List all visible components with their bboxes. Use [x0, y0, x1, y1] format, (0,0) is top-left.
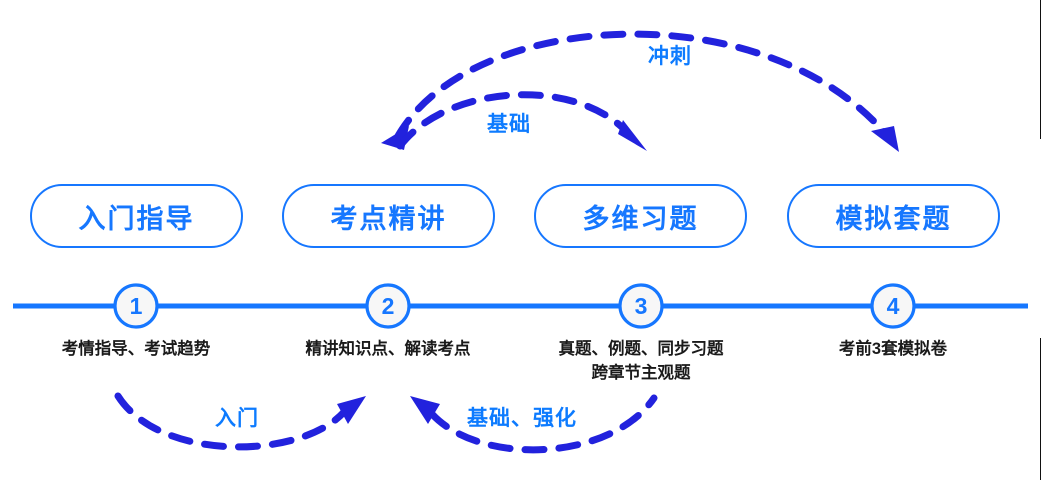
- arc-rumen: [114, 392, 366, 451]
- timeline-node-number-1: 1: [129, 293, 143, 319]
- timeline-node-1[interactable]: [113, 283, 159, 329]
- stage-pill-3[interactable]: 多维习题: [534, 184, 747, 248]
- stage-caption-2-line-1: 精讲知识点、解读考点: [305, 340, 471, 358]
- arrowhead-rumen: [337, 396, 366, 424]
- arc-label-rumen: 入门: [215, 407, 259, 430]
- arc-label-qianghua: 基础、强化: [467, 407, 577, 430]
- stage-caption-3-line-1: 真题、例题、同步习题: [558, 340, 724, 358]
- timeline-node-2[interactable]: [365, 283, 411, 329]
- timeline-node-4[interactable]: [870, 283, 916, 329]
- arrowhead-qianghua: [410, 396, 440, 424]
- stage-pill-2[interactable]: 考点精讲: [282, 184, 495, 248]
- timeline-node-number-3: 3: [634, 293, 648, 319]
- stage-caption-1-line-1: 考情指导、考试趋势: [61, 340, 211, 358]
- arc-qianghua: [410, 394, 658, 454]
- arc-jichu: [396, 91, 647, 151]
- timeline-node-3[interactable]: [618, 283, 664, 329]
- stage-pill-4[interactable]: 模拟套题: [787, 184, 1000, 248]
- stage-caption-4: 考前3套模拟卷: [839, 338, 947, 362]
- frame-rule-bottom: [1039, 338, 1041, 480]
- stage-caption-2: 精讲知识点、解读考点: [306, 338, 471, 362]
- stage-caption-3: 真题、例题、同步习题 跨章节主观题: [559, 338, 724, 386]
- stage-caption-1: 考情指导、考试趋势: [62, 338, 211, 362]
- stage-pill-1[interactable]: 入门指导: [30, 184, 243, 248]
- frame-rule-top: [1039, 0, 1041, 139]
- arc-label-jichu: 基础: [487, 113, 531, 136]
- timeline-node-number-2: 2: [381, 293, 395, 319]
- stage-caption-4-line-1: 考前3套模拟卷: [838, 340, 948, 358]
- stage-pill-row: 入门指导 考点精讲 多维习题 模拟套题: [0, 184, 1042, 250]
- arrowhead-jichu-right: [618, 120, 647, 151]
- arc-label-chongci: 冲刺: [648, 45, 692, 68]
- arrowhead-chongci-right: [871, 126, 899, 152]
- stage-caption-3-line-2: 跨章节主观题: [591, 363, 691, 382]
- timeline-node-number-4: 4: [886, 293, 900, 319]
